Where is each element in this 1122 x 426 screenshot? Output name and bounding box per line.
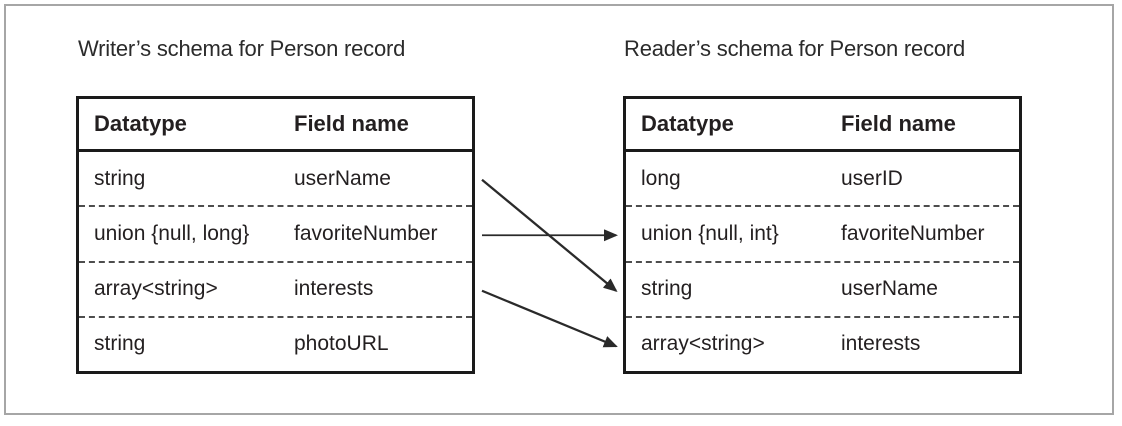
table-row-interests: array<string> interests — [79, 260, 472, 316]
column-header-datatype: Datatype — [94, 111, 187, 136]
field-name-cell: userName — [294, 166, 391, 190]
writer-schema-table: Datatype Field name string userName unio… — [76, 96, 475, 374]
table-row-username: string userName — [79, 152, 472, 205]
reader-schema-title: Reader’s schema for Person record — [624, 36, 966, 61]
writer-table-header: Datatype Field name — [79, 99, 472, 152]
table-row-photourl: string photoURL — [79, 315, 472, 371]
table-row-interests: array<string> interests — [626, 315, 1019, 371]
field-name-cell: favoriteNumber — [841, 221, 985, 245]
column-header-datatype: Datatype — [641, 111, 734, 136]
datatype-cell: union {null, long} — [94, 221, 250, 245]
table-row-favoritenumber: union {null, int} favoriteNumber — [626, 205, 1019, 260]
reader-schema-table: Datatype Field name long userID union {n… — [623, 96, 1022, 374]
writer-schema-title: Writer’s schema for Person record — [78, 36, 406, 61]
table-row-favoritenumber: union {null, long} favoriteNumber — [79, 205, 472, 260]
field-name-cell: interests — [841, 332, 921, 356]
datatype-cell: union {null, int} — [641, 221, 779, 245]
datatype-cell: array<string> — [94, 277, 218, 301]
column-header-field-name: Field name — [841, 111, 956, 136]
column-header-field-name: Field name — [294, 111, 409, 136]
datatype-cell: long — [641, 166, 681, 190]
datatype-cell: string — [94, 166, 146, 190]
field-name-cell: userName — [841, 277, 938, 301]
datatype-cell: string — [94, 332, 146, 356]
reader-table-header: Datatype Field name — [626, 99, 1019, 152]
field-name-cell: interests — [294, 277, 374, 301]
outer-frame — [4, 4, 1114, 415]
field-name-cell: favoriteNumber — [294, 221, 438, 245]
datatype-cell: array<string> — [641, 332, 765, 356]
field-name-cell: userID — [841, 166, 903, 190]
table-row-username: string userName — [626, 260, 1019, 316]
field-name-cell: photoURL — [294, 332, 389, 356]
table-row-userid: long userID — [626, 152, 1019, 205]
datatype-cell: string — [641, 277, 693, 301]
